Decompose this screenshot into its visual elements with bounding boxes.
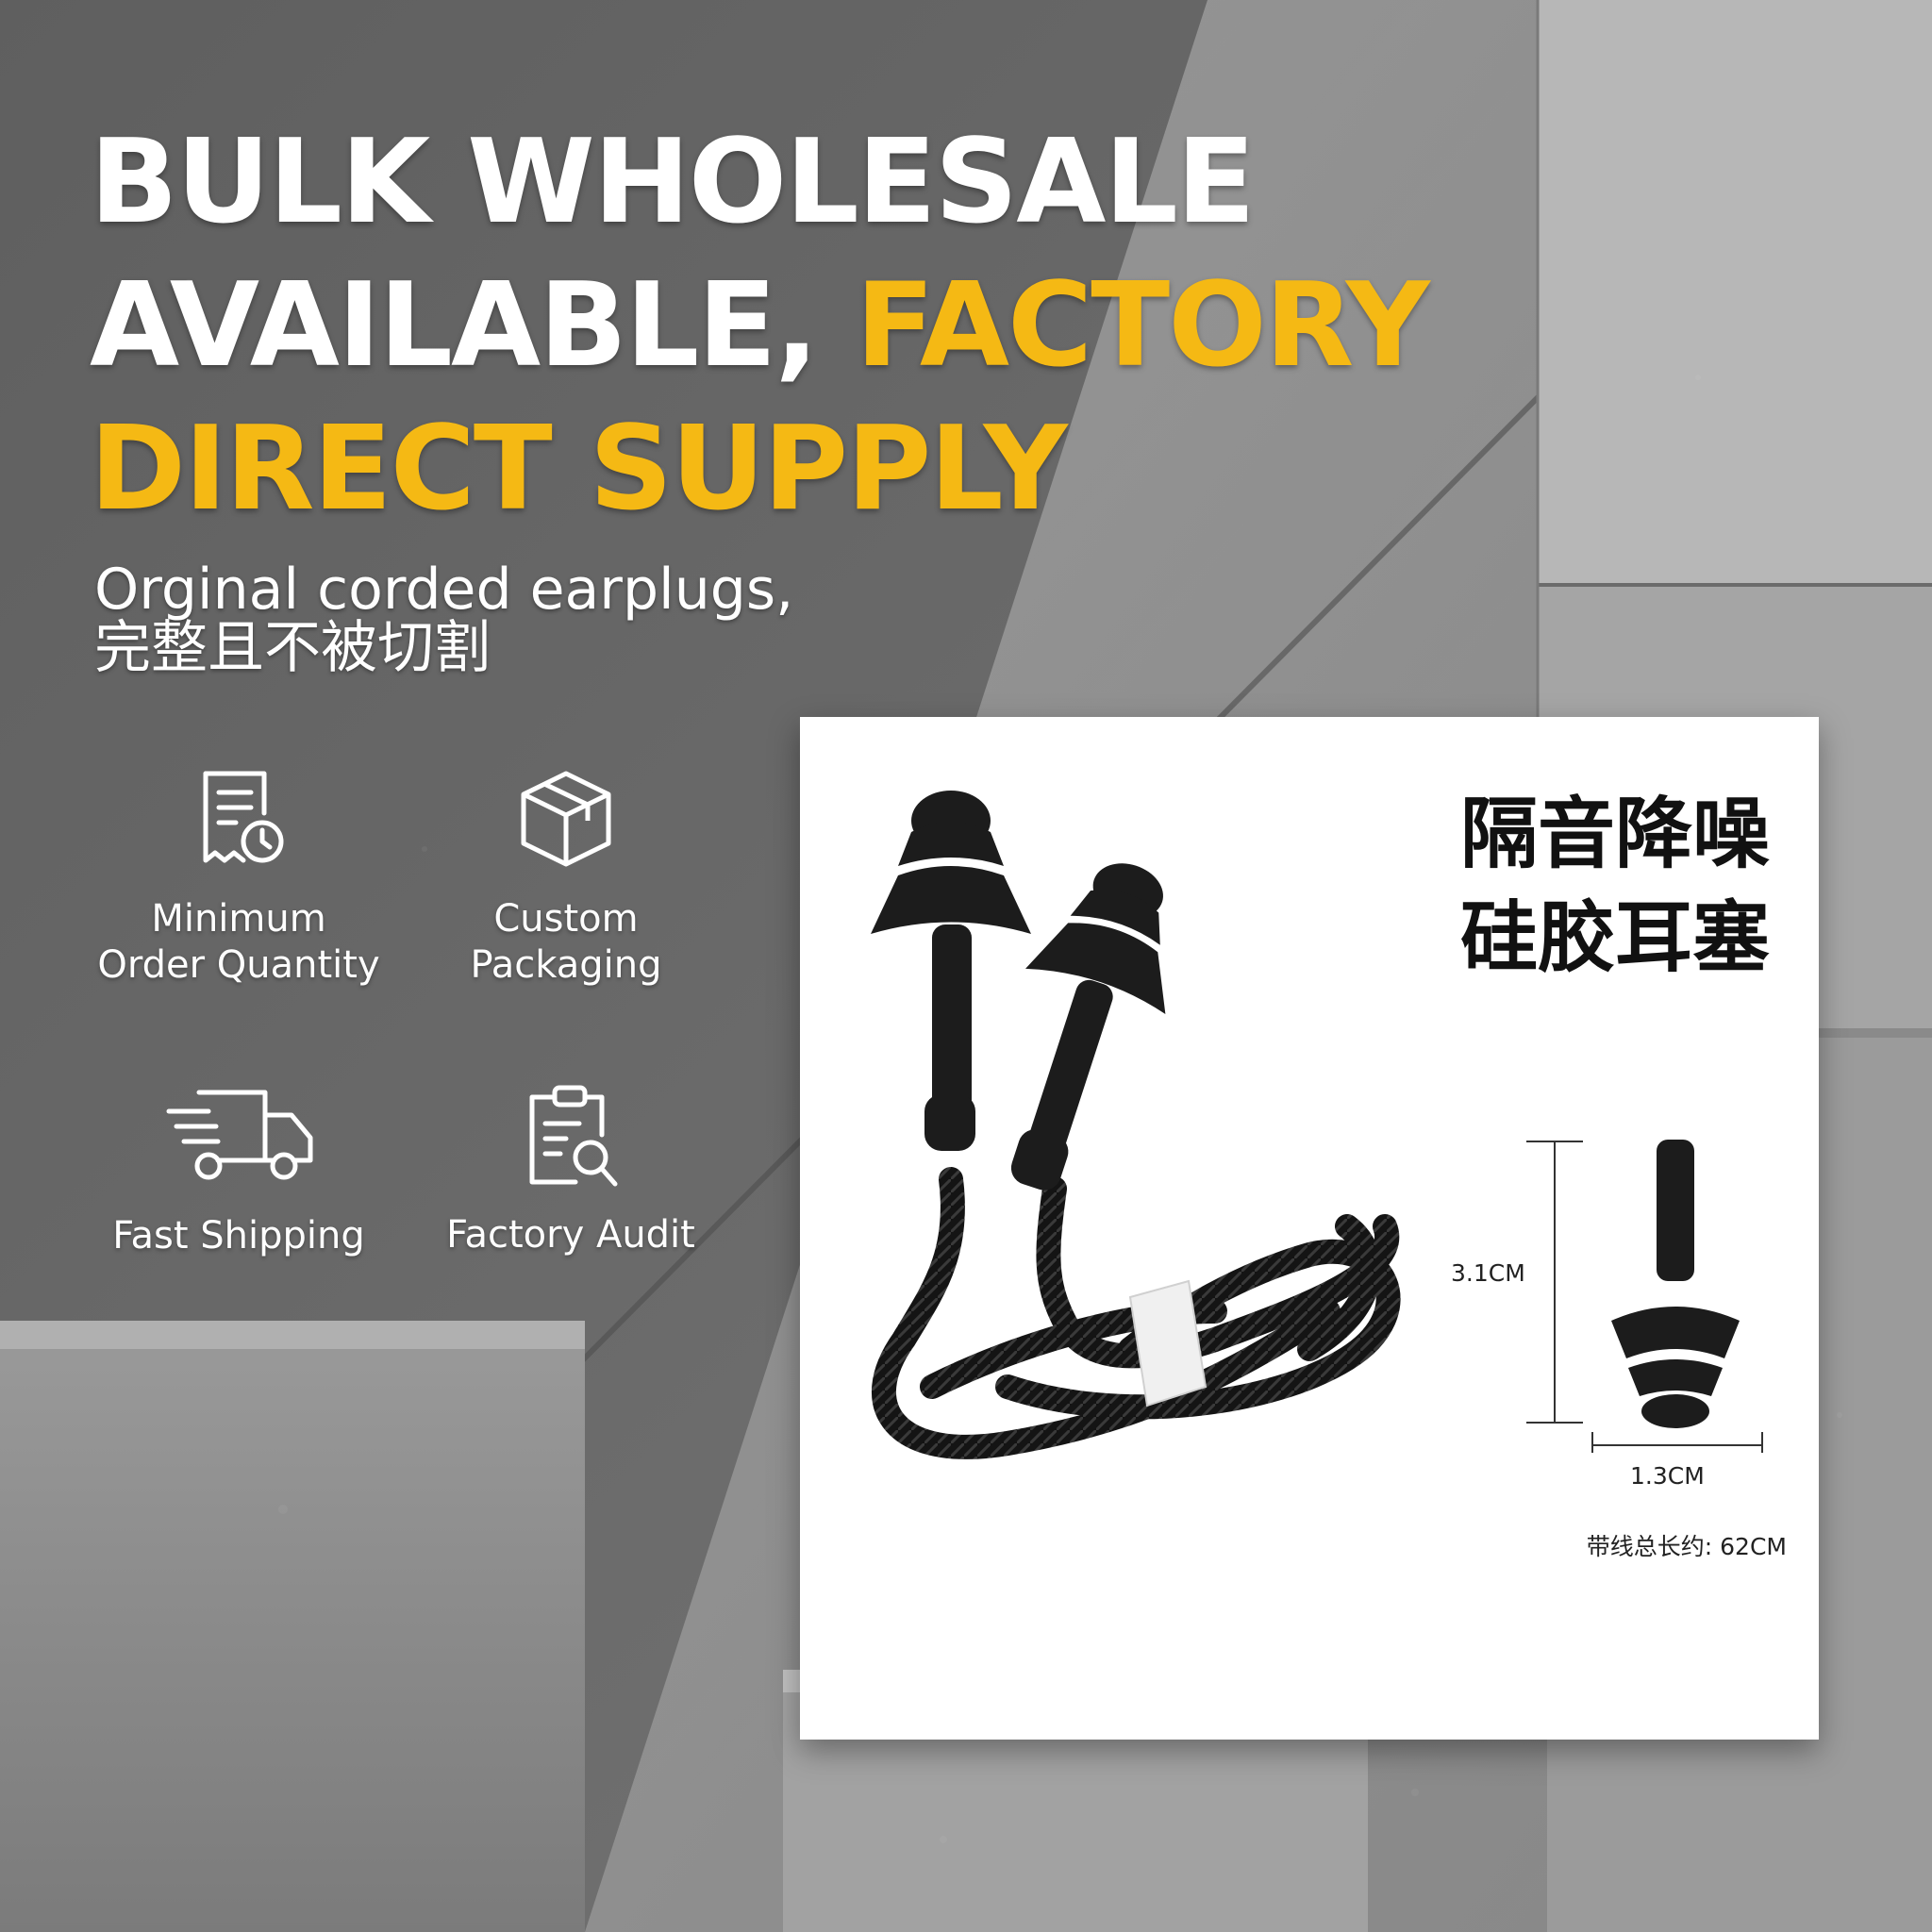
feature-factory-audit: Factory Audit: [420, 1080, 722, 1258]
card-title-line-2: 硅胶耳塞: [1460, 893, 1771, 983]
card-title: 隔音降噪 硅胶耳塞: [1460, 783, 1770, 991]
dimension-diagram: [1526, 1140, 1763, 1453]
headline-line-2-accent: FACTORY: [855, 258, 1430, 393]
clipboard-search-icon: [529, 1085, 618, 1187]
headline-line-2-white: AVAILABLE,: [90, 258, 856, 393]
width-dimension-label: 1.3CM: [1630, 1462, 1705, 1490]
feature-label: Minimum Order Quantity: [88, 896, 390, 989]
feature-label-line-2: Packaging: [470, 943, 662, 987]
feature-label: Custom Packaging: [415, 896, 717, 989]
delivery-truck-icon: [166, 1090, 312, 1180]
subtitle-line-2: 完整且不被切割: [94, 615, 491, 681]
box-icon: [521, 771, 611, 867]
headline: BULK WHOLESALE AVAILABLE, FACTORY DIRECT…: [90, 111, 1430, 541]
headline-line-3: DIRECT SUPPLY: [90, 402, 1068, 537]
product-card: 隔音降噪 硅胶耳塞 3.1CM 1.3CM 带线总长约: 62CM: [800, 717, 1819, 1740]
subtitle: Orginal corded earplugs, 完整且不被切割: [94, 560, 793, 677]
feature-label-line-1: Factory Audit: [446, 1213, 695, 1257]
card-title-line-1: 隔音降噪: [1460, 790, 1771, 879]
feature-label: Fast Shipping: [88, 1213, 390, 1259]
feature-fast-shipping: Fast Shipping: [88, 1083, 390, 1259]
headline-line-1: BULK WHOLESALE: [90, 115, 1256, 250]
feature-label-line-1: Minimum: [151, 897, 326, 941]
feature-label-line-1: Fast Shipping: [112, 1214, 365, 1257]
corded-earplugs-photo: [871, 791, 1401, 1459]
height-dimension-label: 3.1CM: [1451, 1259, 1525, 1287]
feature-label: Factory Audit: [420, 1212, 722, 1258]
subtitle-line-1: Orginal corded earplugs,: [94, 557, 794, 623]
feature-label-line-2: Order Quantity: [97, 943, 380, 987]
feature-label-line-1: Custom: [493, 897, 639, 941]
total-length-label: 带线总长约: 62CM: [1586, 1533, 1787, 1560]
receipt-clock-icon: [203, 771, 284, 863]
feature-custom-packaging: Custom Packaging: [415, 766, 717, 989]
feature-minimum-order: Minimum Order Quantity: [88, 766, 390, 989]
paper-band: [1128, 1279, 1208, 1407]
